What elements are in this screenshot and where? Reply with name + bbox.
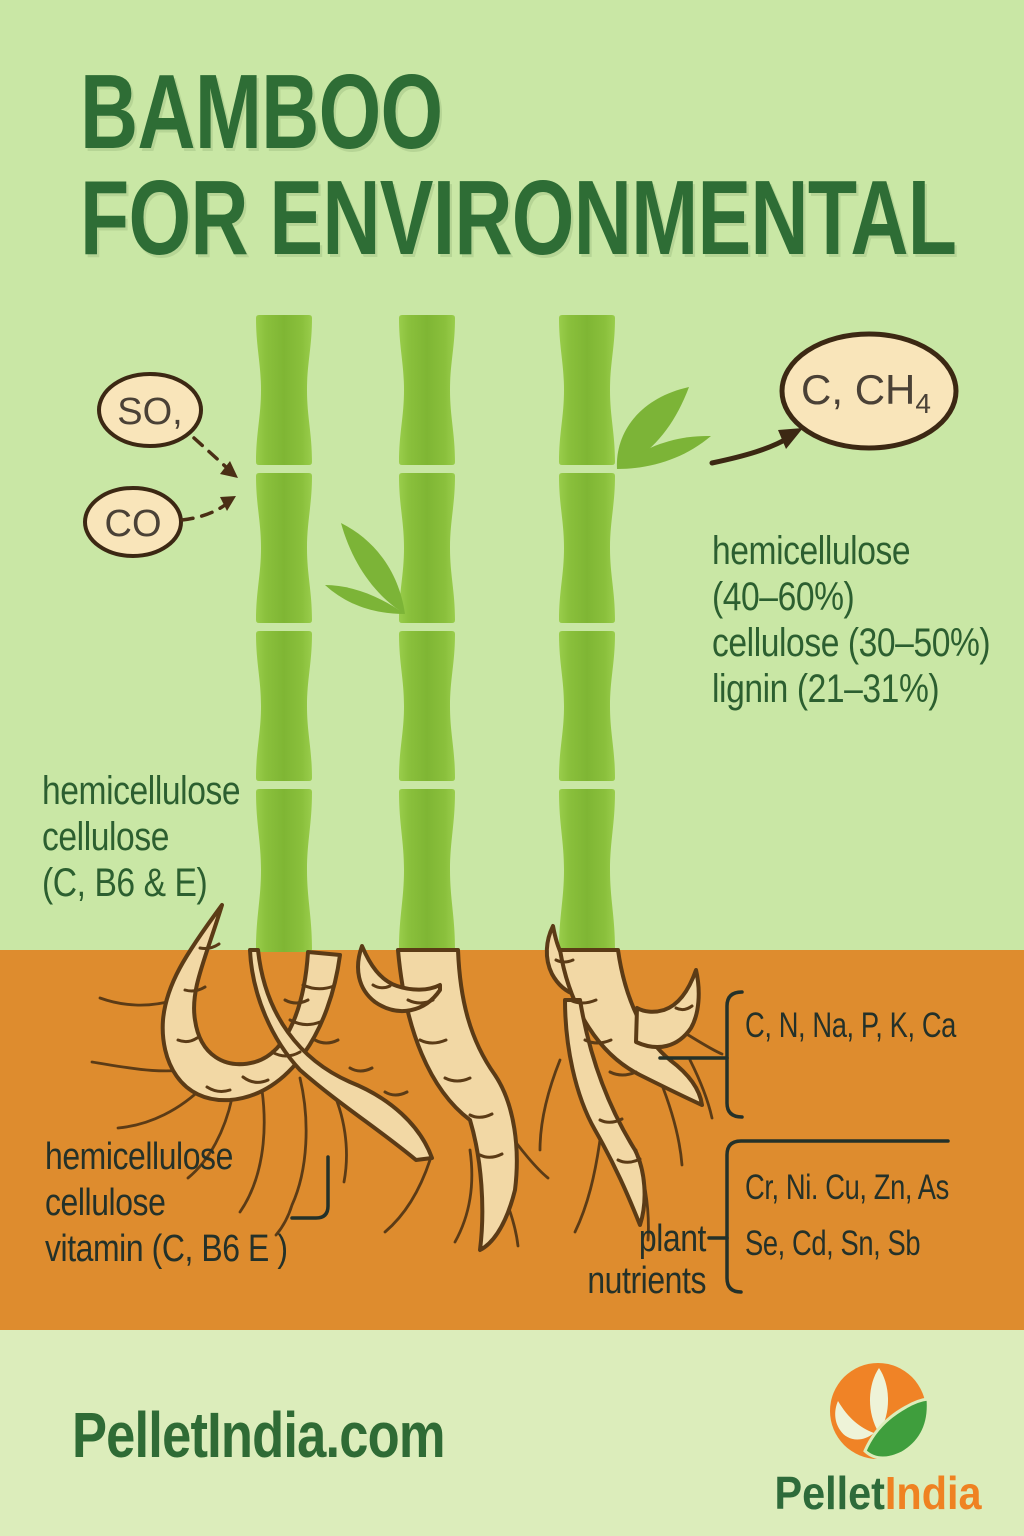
website-url: PelletIndia.com (72, 1399, 445, 1471)
co-bubble-label: CO (105, 503, 162, 545)
logo-wordmark: PelletIndia (743, 1466, 1013, 1520)
co-arrowhead-icon (220, 496, 236, 511)
bamboo-stalk-2 (399, 315, 455, 952)
co-gas-bubble: CO (83, 486, 236, 558)
macro-elements-label: C, N, Na, P, K, Ca (745, 1006, 956, 1045)
root-composition-line: hemicellulose (45, 1136, 233, 1178)
methane-arrowhead-icon (778, 428, 803, 449)
methane-gas-bubble: C, CH4 (709, 331, 959, 466)
methane-bubble-label: C, CH4 (801, 366, 931, 419)
root-composition-line: cellulose (45, 1182, 166, 1224)
bamboo-stalk-1 (256, 315, 312, 952)
macro-bracket (725, 990, 744, 1119)
stem-vitamins-line: (C, B6 & E) (42, 861, 208, 905)
sky-background (0, 0, 1024, 950)
plant-nutrients-line: plant (638, 1218, 707, 1260)
methane-arrow (709, 434, 793, 466)
page-title-line-1: BAMBOO (80, 53, 443, 171)
root-composition-line: vitamin (C, B6 E ) (45, 1228, 288, 1270)
annotation-brackets (290, 990, 950, 1294)
rhizome-ribs (176, 942, 694, 1164)
so-bubble-label: SO, (117, 391, 182, 433)
co-dashed-arrow (180, 503, 227, 522)
bamboo-stalk-3 (559, 315, 615, 952)
plant-nutrients-line: nutrients (587, 1260, 706, 1302)
stem-composition-line: cellulose (30–50%) (712, 621, 991, 665)
micro-elements-line: Se, Cd, Sn, Sb (745, 1224, 921, 1263)
bamboo-leaves-right-icon (616, 387, 711, 469)
pelletindia-logo-icon (830, 1363, 930, 1460)
stem-vitamins-line: hemicellulose (42, 769, 241, 813)
stem-composition-line: (40–60%) (712, 575, 855, 619)
so-gas-bubble: SO, (97, 372, 238, 478)
stem-vitamins-label: hemicellulose cellulose (C, B6 & E) (42, 768, 241, 906)
logo-word-pellet: Pellet (774, 1467, 885, 1519)
micro-elements-line: Cr, Ni. Cu, Zn, As (745, 1168, 949, 1207)
root-composition-label: hemicellulose cellulose vitamin (C, B6 E… (45, 1134, 288, 1272)
bamboo-leaves-left-icon (325, 523, 405, 614)
stem-composition-label: hemicellulose (40–60%) cellulose (30–50%… (712, 528, 991, 712)
so-dashed-arrow (192, 436, 228, 469)
rhizomes (160, 903, 704, 1252)
root-system (90, 903, 724, 1252)
micro-elements-label: Cr, Ni. Cu, Zn, As Se, Cd, Sn, Sb (745, 1160, 949, 1272)
stem-vitamins-line: cellulose (42, 815, 169, 859)
logo-word-india: India (884, 1467, 982, 1519)
so-arrowhead-icon (220, 461, 238, 478)
page-title-line-2: FOR ENVIRONMENTAL (80, 159, 957, 277)
stem-composition-line: hemicellulose (712, 529, 911, 573)
plant-nutrients-label: plant nutrients (454, 1218, 706, 1302)
stem-composition-line: lignin (21–31%) (712, 667, 940, 711)
micro-bracket (725, 1139, 950, 1294)
left-soil-connector (290, 1155, 330, 1220)
